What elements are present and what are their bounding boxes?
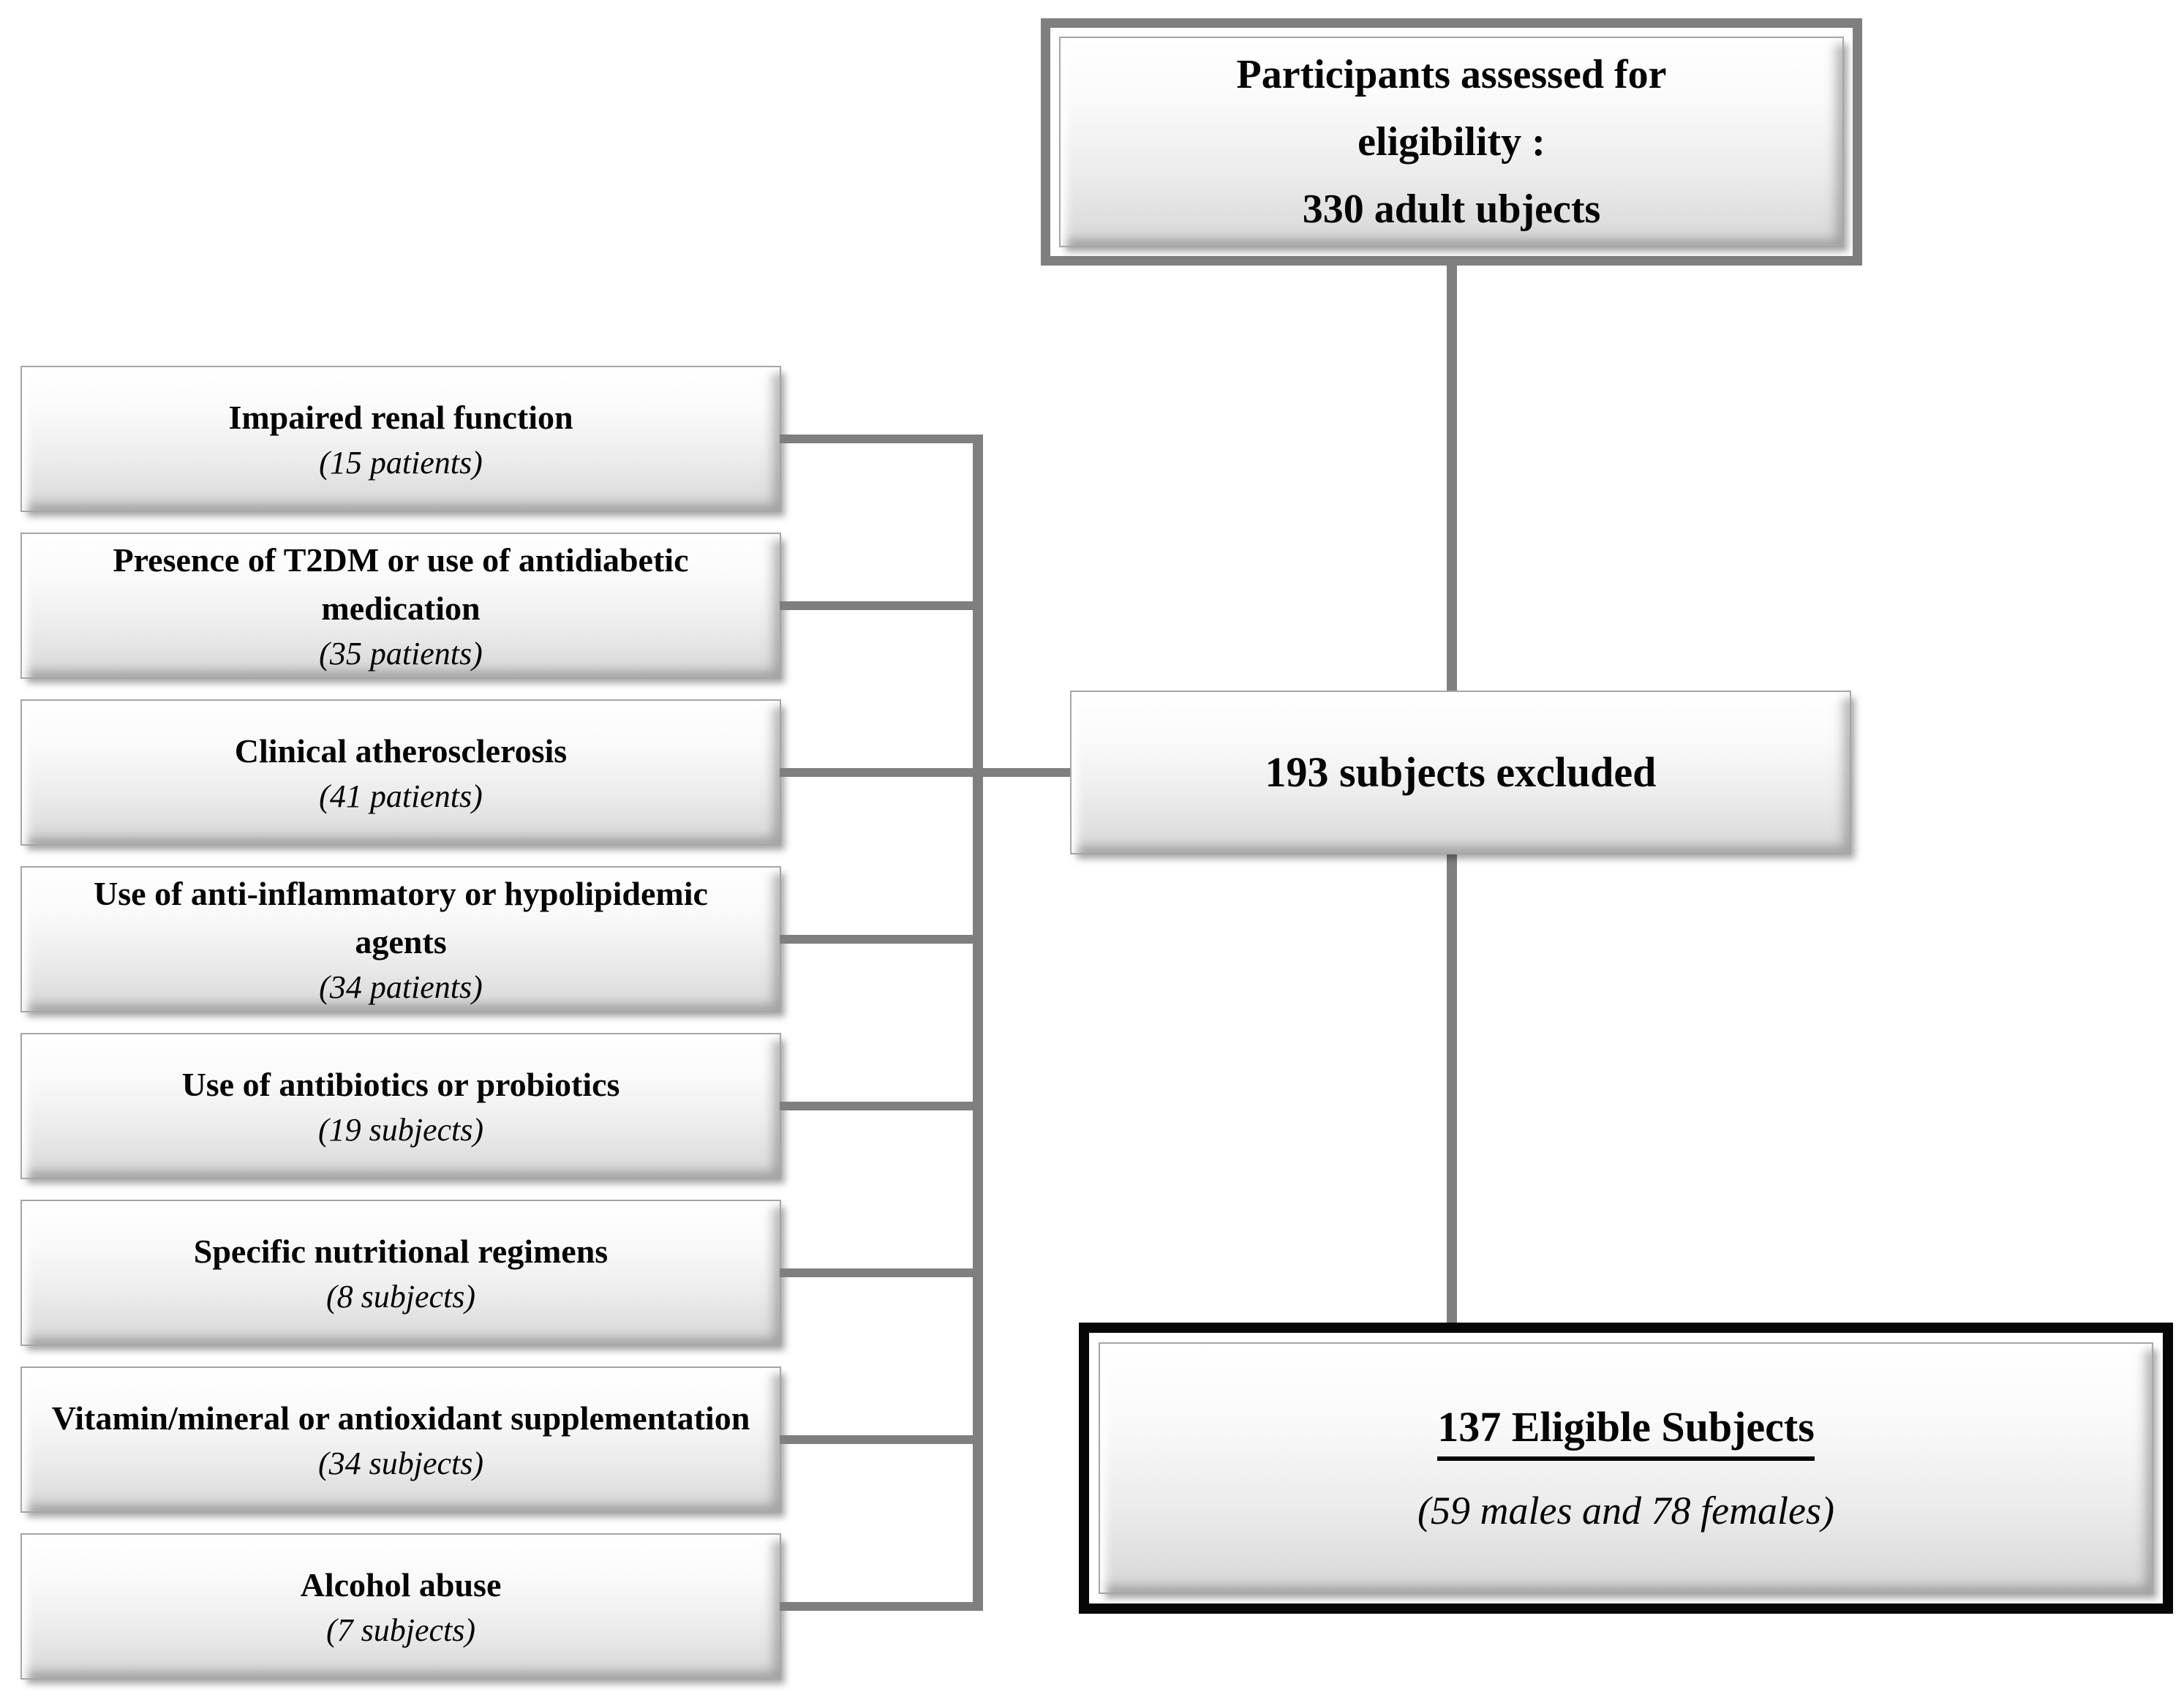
- assessed-box: Participants assessed for eligibility : …: [1041, 18, 1862, 266]
- exclusion-reason-label: Use of anti-inflammatory or hypolipidemi…: [94, 875, 708, 960]
- exclusion-reason-count: (15 patients): [319, 445, 483, 481]
- exclusion-reason-count: (7 subjects): [325, 1612, 476, 1648]
- exclusion-reason-label: Impaired renal function: [228, 399, 573, 436]
- assessed-line-3: 330 adult ubjects: [1302, 187, 1601, 232]
- excluded-label: 193 subjects excluded: [1265, 748, 1657, 796]
- exclusion-reason-count: (34 subjects): [317, 1445, 484, 1481]
- assessed-box-inner: Participants assessed for eligibility : …: [1059, 37, 1844, 247]
- exclusion-reason-box: Vitamin/mineral or antioxidant supplemen…: [20, 1366, 983, 1513]
- assessed-line-1: Participants assessed for: [1236, 52, 1667, 97]
- exclusion-reason-count: (35 patients): [319, 636, 483, 672]
- exclusion-reason-box: Clinical atherosclerosis (41 patients): [20, 699, 983, 846]
- exclusion-reason-label: Clinical atherosclerosis: [234, 732, 568, 770]
- excluded-box: 193 subjects excluded: [1070, 691, 1851, 854]
- exclusion-reason-label: Presence of T2DM or use of antidiabetic …: [113, 541, 689, 627]
- eligible-box: 137 Eligible Subjects (59 males and 78 f…: [1079, 1323, 2173, 1614]
- eligible-box-inner: 137 Eligible Subjects (59 males and 78 f…: [1099, 1342, 2153, 1594]
- exclusion-reason-label: Specific nutritional regimens: [193, 1233, 609, 1270]
- exclusion-reason-label: Vitamin/mineral or antioxidant supplemen…: [51, 1399, 750, 1437]
- exclusion-reason-box: Use of anti-inflammatory or hypolipidemi…: [20, 866, 983, 1012]
- exclusion-reason-list: Impaired renal function (15 patients) Pr…: [20, 366, 983, 1680]
- exclusion-reason-box: Alcohol abuse (7 subjects): [20, 1533, 983, 1680]
- exclusion-reason-label: Use of antibiotics or probiotics: [181, 1066, 620, 1103]
- exclusion-reason-label: Alcohol abuse: [300, 1566, 502, 1603]
- connector-trunk-vertical: [973, 435, 983, 1611]
- exclusion-reason-box: Impaired renal function (15 patients): [20, 366, 983, 512]
- eligible-title: 137 Eligible Subjects: [1437, 1404, 1815, 1461]
- exclusion-reason-box: Specific nutritional regimens (8 subject…: [20, 1200, 983, 1346]
- connector-trunk-to-excluded: [973, 768, 1084, 777]
- exclusion-reason-count: (8 subjects): [325, 1279, 476, 1315]
- assessed-line-2: eligibility :: [1358, 119, 1545, 165]
- exclusion-reason-count: (19 subjects): [317, 1112, 484, 1148]
- eligible-subtitle: (59 males and 78 females): [1417, 1489, 1834, 1533]
- exclusion-reason-box: Use of antibiotics or probiotics (19 sub…: [20, 1033, 983, 1179]
- exclusion-reason-box: Presence of T2DM or use of antidiabetic …: [20, 533, 983, 679]
- exclusion-reason-count: (34 patients): [319, 969, 483, 1005]
- connector-excluded-to-eligible: [1447, 853, 1457, 1328]
- exclusion-reason-count: (41 patients): [319, 778, 483, 814]
- connector-assessed-to-excluded: [1447, 260, 1457, 696]
